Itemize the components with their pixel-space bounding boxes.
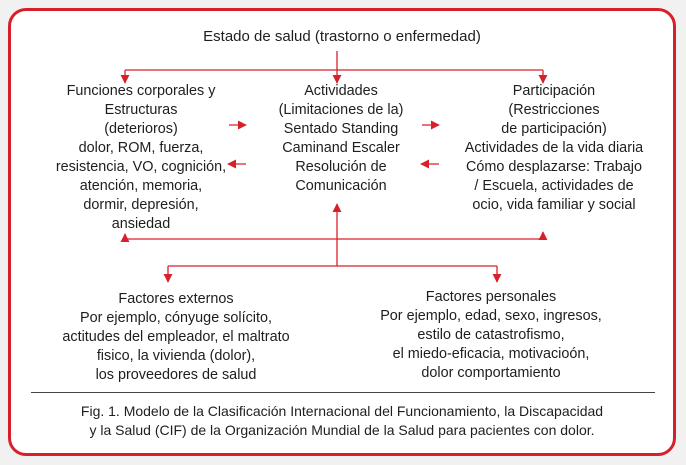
participacion-line: / Escuela, actividades de [474, 178, 634, 194]
externos-line: fisico, la vivienda (dolor), [96, 348, 256, 364]
arrow-to-funciones-bottom [120, 233, 337, 243]
actividades-line: Sentado Standing [283, 121, 399, 137]
externos-line: Factores externos [118, 291, 234, 307]
participacion-line: de participación) [501, 121, 607, 137]
externos-line: Por ejemplo, cónyuge solícito, [80, 310, 272, 326]
arrow-to-participacion-bottom [337, 231, 548, 241]
actividades-block: Actividades (Limitaciones de la) Sentado… [251, 82, 431, 196]
factores-personales-block: Factores personales Por ejemplo, edad, s… [341, 288, 641, 383]
health-state-title: Estado de salud (trastorno o enfermedad) [203, 28, 481, 45]
participacion-line: Actividades de la vida diaria [464, 140, 644, 156]
participacion-line: (Restricciones [508, 102, 600, 118]
factores-externos-block: Factores externos Por ejemplo, cónyuge s… [41, 290, 311, 385]
externos-line: los proveedores de salud [95, 367, 257, 383]
funciones-block: Funciones corporales y Estructuras (dete… [31, 82, 251, 234]
figure-frame: Estado de salud (trastorno o enfermedad)… [8, 8, 676, 456]
participacion-block: Participación (Restricciones de particip… [439, 82, 669, 215]
funciones-line: (deterioros) [104, 121, 178, 137]
personales-line: Factores personales [425, 289, 557, 305]
funciones-line: dormir, depresión, [83, 197, 199, 213]
participacion-line: Participación [512, 83, 596, 99]
actividades-line: Comunicación [295, 178, 387, 194]
externos-line: actitudes del empleador, el maltrato [62, 329, 290, 345]
funciones-line: atención, memoria, [79, 178, 203, 194]
funciones-line: ansiedad [111, 216, 171, 232]
figure-caption: Fig. 1. Modelo de la Clasificación Inter… [11, 402, 673, 440]
funciones-line: Estructuras [104, 102, 178, 118]
caption-line: Fig. 1. Modelo de la Clasificación Inter… [80, 403, 604, 419]
personales-line: Por ejemplo, edad, sexo, ingresos, [380, 308, 602, 324]
funciones-line: Funciones corporales y [66, 83, 216, 99]
personales-line: el miedo-eficacia, motivacioón, [392, 346, 590, 362]
connector-arrows [120, 51, 548, 283]
actividades-line: Caminand Escaler [282, 140, 400, 156]
participacion-line: ocio, vida familiar y social [472, 197, 636, 213]
actividades-line: (Limitaciones de la) [278, 102, 404, 118]
caption-line: y la Salud (CIF) de la Organización Mund… [89, 422, 595, 438]
personales-line: dolor comportamiento [421, 365, 561, 381]
actividades-line: Actividades [304, 83, 378, 99]
funciones-line: dolor, ROM, fuerza, [78, 140, 204, 156]
funciones-line: resistencia, VO, cognición, [55, 159, 227, 175]
caption-divider [31, 392, 655, 393]
actividades-line: Resolución de [295, 159, 387, 175]
participacion-line: Cómo desplazarse: Trabajo [466, 159, 642, 175]
personales-line: estilo de catastrofismo, [417, 327, 565, 343]
